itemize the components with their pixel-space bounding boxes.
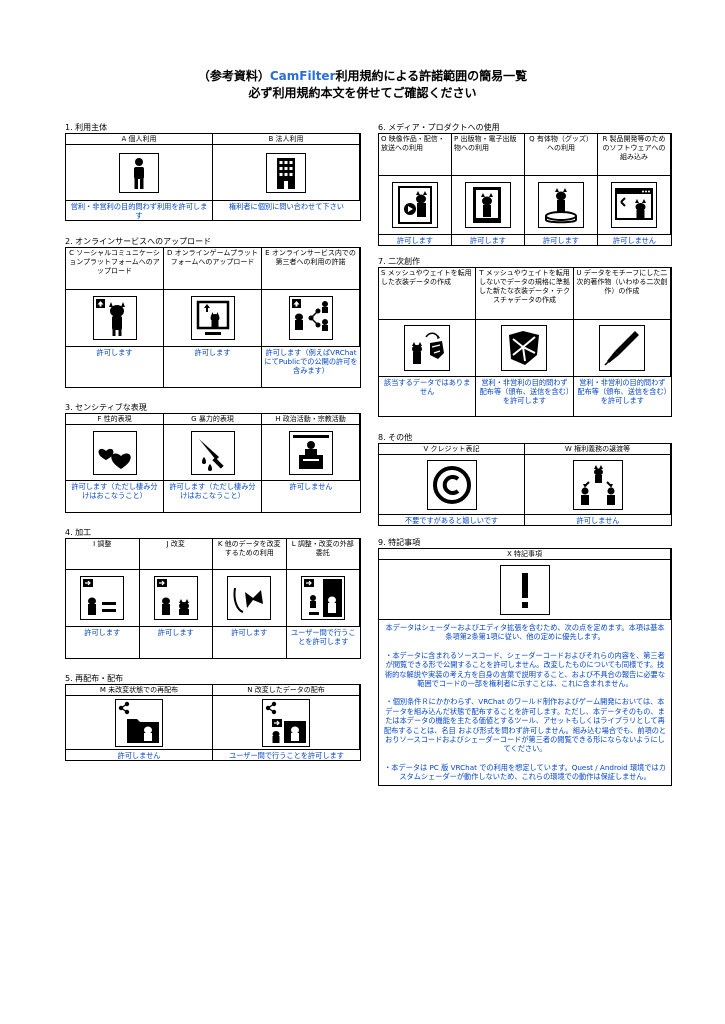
distribute-modified-icon: [213, 696, 360, 750]
section-media-products: 6. メディア・プロダクトへの使用 O 映像作品・配信・放送への利用 P 出版物…: [378, 122, 672, 246]
cloth-icon: [476, 320, 574, 377]
note-paragraph: ・本データは PC 版 VRChat での利用を想定しています。Quest / …: [384, 762, 666, 782]
header-s: S メッシュやウェイトを転用した衣装データの作成: [379, 268, 477, 320]
person-icon: [66, 145, 213, 201]
permission-b: 権利者に個別に問い合わせて下さい: [213, 201, 360, 221]
note-paragraph: ・本データに含まれるソースコード、シェーダーコードおよびそれらの内容を、第三者が…: [384, 650, 666, 689]
permission-f: 許可します（ただし棲み分けはおこなうこと）: [66, 481, 164, 513]
figure-icon: [525, 176, 598, 235]
redistribute-icon: [66, 696, 213, 750]
header-b: B 法人利用: [213, 134, 360, 145]
header-g: G 暴力的表現: [164, 414, 262, 425]
permission-j: 許可します: [139, 627, 213, 659]
adjust-icon: [66, 570, 140, 627]
bowtie-icon: [213, 570, 287, 627]
permission-r: 許可しません: [598, 235, 671, 246]
section-online-upload: 2. オンラインサービスへのアップロード C ソーシャルコミュニケーションプラッ…: [65, 236, 361, 388]
permission-n: ユーザー間で行うことを許可します: [213, 750, 360, 761]
hearts-icon: [66, 425, 164, 481]
header-d: D オンラインゲームプラットフォームへのアップロード: [164, 248, 262, 290]
header-e: E オンラインサービス内での第三者への利用の許諾: [262, 248, 360, 290]
title-suffix: 利用規約による許諾範囲の簡易一覧: [335, 69, 528, 83]
header-h: H 政治活動・宗教活動: [262, 414, 360, 425]
upload-monitor-icon: [164, 290, 262, 347]
building-icon: [213, 145, 360, 201]
header-m: M 未改変状態での再配布: [66, 685, 213, 696]
outsource-icon: [286, 570, 360, 627]
section-title: 9. 特記事項: [378, 538, 421, 547]
permission-d: 許可します: [164, 347, 262, 388]
permission-c: 許可します: [66, 347, 164, 388]
modify-icon: [139, 570, 213, 627]
section-title: 8. その他: [378, 433, 413, 442]
permission-a: 営利・非営利の目的問わず利用を許可します: [66, 201, 213, 221]
section-title: 6. メディア・プロダクトへの使用: [378, 123, 500, 132]
permission-v: 不要ですがあると嬉しいです: [379, 515, 525, 526]
section-other: 8. その他 V クレジット表記 W 権利義務の譲渡等 不要ですがあると嬉しいで…: [378, 432, 672, 526]
permission-i: 許可します: [66, 627, 140, 659]
permission-g: 許可します（ただし棲み分けはおこなうこと）: [164, 481, 262, 513]
section-title: 2. オンラインサービスへのアップロード: [65, 237, 212, 246]
header-c: C ソーシャルコミュニケーションプラットフォームへのアップロード: [66, 248, 164, 290]
permission-k: 許可します: [213, 627, 287, 659]
header-u: U データをモチーフにした二次的著作物（いわゆる二次創作）の作成: [573, 268, 671, 320]
section-title: 3. センシティブな表現: [65, 403, 147, 412]
knife-icon: [164, 425, 262, 481]
section-title: 4. 加工: [65, 528, 92, 537]
video-icon: [379, 176, 452, 235]
section-redistribution: 5. 再配布・配布 M 未改変状態での再配布 N 改変したデータの配布 許可しま…: [65, 673, 361, 761]
permission-p: 許可します: [452, 235, 525, 246]
header-f: F 性的表現: [66, 414, 164, 425]
share-users-icon: [262, 290, 360, 347]
subtitle: 必ず利用規約本文を併せてご確認ください: [248, 86, 477, 100]
header-l: L 調整・改変の外部委託: [286, 539, 360, 570]
permission-o: 許可します: [379, 235, 452, 246]
page-title: （参考資料）CamFilter利用規約による許諾範囲の簡易一覧 必ず利用規約本文…: [0, 68, 725, 102]
header-q: Q 有体物（グッズ）への利用: [525, 134, 598, 176]
transfer-icon: [525, 455, 671, 515]
book-icon: [452, 176, 525, 235]
section-title: 7. 二次創作: [378, 257, 421, 266]
header-a: A 個人利用: [66, 134, 213, 145]
header-r: R 製品開発等のためのソフトウェアへの組み込み: [598, 134, 671, 176]
header-x: X 特記事項: [379, 549, 671, 560]
note-paragraph: 本データはシェーダーおよびエディタ拡張を含むため、次の点を定めます。本項は基本条…: [385, 623, 665, 642]
section-sensitive: 3. センシティブな表現 F 性的表現 G 暴力的表現 H 政治活動・宗教活動 …: [65, 402, 361, 513]
header-i: I 調整: [66, 539, 140, 570]
header-o: O 映像作品・配信・放送への利用: [379, 134, 452, 176]
exclamation-icon: [379, 560, 671, 620]
header-t: T メッシュやウェイトを転用しないでデータの規格に準拠した新たな衣装データ・テク…: [476, 268, 574, 320]
section-processing: 4. 加工 I 調整 J 改変 K 他のデータを改変するための利用 L 調整・改…: [65, 527, 361, 659]
upload-avatar-icon: [66, 290, 164, 347]
header-k: K 他のデータを改変するための利用: [213, 539, 287, 570]
header-n: N 改変したデータの配布: [213, 685, 360, 696]
podium-icon: [262, 425, 360, 481]
section-title: 5. 再配布・配布: [65, 674, 124, 683]
header-p: P 出版物・電子出版物への利用: [452, 134, 525, 176]
note-paragraph: ・個別条件Ｒにかかわらず、VRChat のワールド制作およびゲーム開発においては…: [383, 697, 667, 754]
section-derivative-works: 7. 二次創作 S メッシュやウェイトを転用した衣装データの作成 T メッシュや…: [378, 256, 672, 417]
header-v: V クレジット表記: [379, 444, 525, 455]
permission-t: 営利・非営利の目的問わず配布等（頒布、送信を含む）を許可します: [476, 377, 574, 417]
permission-e: 許可します（例えばVRChatにてPublicでの公開の許可を含みます）: [262, 347, 360, 388]
pen-icon: [573, 320, 671, 377]
permission-w: 許可しません: [525, 515, 671, 526]
permission-u: 営利・非営利の目的問わず配布等（頒布、送信を含む）を許可します: [573, 377, 671, 417]
permission-h: 許可しません: [262, 481, 360, 513]
section-usage-entity: 1. 利用主体 A 個人利用 B 法人利用 営利・非営利の目的問わず利用を許可し…: [65, 122, 361, 221]
section-title: 1. 利用主体: [65, 123, 108, 132]
header-j: J 改変: [139, 539, 213, 570]
header-w: W 権利義務の譲渡等: [525, 444, 671, 455]
permission-m: 許可しません: [66, 750, 213, 761]
title-prefix: （参考資料）: [197, 69, 270, 83]
outfit-icon: [379, 320, 477, 377]
permission-l: ユーザー間で行うことを許可します: [286, 627, 360, 659]
software-icon: [598, 176, 671, 235]
title-brand: CamFilter: [269, 69, 336, 83]
permission-q: 許可します: [525, 235, 598, 246]
section-special-notes: 9. 特記事項 X 特記事項 本データはシェーダーおよびエディタ拡張を含むため、…: [378, 537, 672, 786]
copyright-icon: [379, 455, 525, 515]
special-notes-body: 本データはシェーダーおよびエディタ拡張を含むため、次の点を定めます。本項は基本条…: [379, 620, 671, 786]
permission-s: 該当するデータではありません: [379, 377, 477, 417]
